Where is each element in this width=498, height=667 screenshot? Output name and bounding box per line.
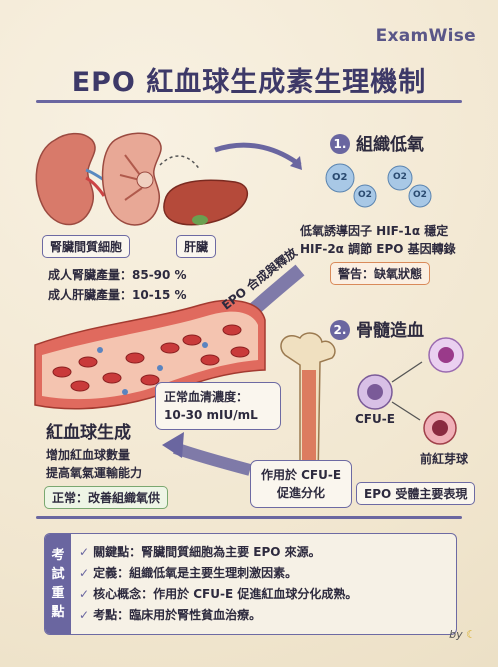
proerythroblast-cell — [423, 411, 457, 445]
hypoxia-warning-badge: 警告：缺氧狀態 — [330, 262, 431, 285]
brand-logo: ExamWise — [375, 26, 476, 46]
kidney-label: 腎臟間質細胞 — [42, 235, 131, 258]
key-points-list: ✓關鍵點：腎臟間質細胞為主要 EPO 來源。 ✓定義：組織低氧是主要生理刺激因素… — [79, 542, 450, 626]
check-icon: ✓ — [79, 545, 90, 559]
key-point-item: ✓關鍵點：腎臟間質細胞為主要 EPO 來源。 — [79, 545, 321, 559]
step2-title: 骨髓造血 — [356, 321, 424, 341]
step1-title: 組織低氧 — [356, 135, 424, 155]
tag-char-3: 重 — [51, 586, 65, 601]
page-title: EPO 紅血球生成素生理機制 — [71, 67, 427, 98]
liver-illustration — [163, 179, 249, 226]
key-points-tag: 考 試 重 點 — [45, 534, 71, 634]
tag-char-2: 試 — [51, 567, 65, 582]
rbc-line1: 增加紅血球數量 — [46, 448, 131, 462]
o2-label-2: O2 — [358, 190, 372, 200]
step2-heading: 2. 骨髓造血 — [330, 316, 424, 341]
kidney-stat: 成人腎臟產量：85-90 % — [48, 268, 187, 282]
normal-concentration-box: 正常血清濃度： 10-30 mIU/mL — [155, 382, 281, 430]
banana-icon: ☾ — [466, 628, 476, 641]
step1-line2: HIF-2α 調節 EPO 基因轉錄 — [300, 242, 456, 256]
check-icon: ✓ — [79, 566, 90, 580]
cfue-label: CFU-E — [355, 412, 395, 426]
title-underline — [36, 100, 462, 103]
step1-line1: 低氧誘導因子 HIF-1α 穩定 — [300, 224, 449, 238]
proerythroblast-label: 前紅芽球 — [420, 452, 469, 466]
kidney-section-illustration — [101, 132, 162, 226]
mature-cell — [428, 337, 464, 373]
rbc-title: 紅血球生成 — [46, 423, 131, 443]
epo-receptor-badge: EPO 受體主要表現 — [356, 482, 476, 505]
normal-concentration-value: 10-30 mIU/mL — [164, 408, 258, 422]
o2-label-1: O2 — [332, 172, 348, 183]
rbc-line2: 提高氧氣運輸能力 — [46, 466, 143, 480]
key-point-item: ✓定義：組織低氧是主要生理刺激因素。 — [79, 566, 298, 580]
cfue-action-box: 作用於 CFU-E 促進分化 — [250, 460, 352, 508]
section-divider — [36, 516, 462, 519]
action-line2: 促進分化 — [276, 486, 325, 500]
blood-vessel-illustration — [34, 299, 266, 410]
cfue-cell — [357, 374, 393, 410]
liver-label: 肝臟 — [176, 235, 217, 258]
tag-char-1: 考 — [51, 548, 65, 563]
check-icon: ✓ — [79, 587, 90, 601]
normal-status-badge: 正常：改善組織氧供 — [44, 486, 169, 509]
step1-number: 1. — [330, 134, 350, 154]
liver-stat: 成人肝臟產量：10-15 % — [48, 288, 187, 302]
step2-number: 2. — [330, 320, 350, 340]
o2-label-3: O2 — [393, 172, 407, 182]
o2-molecules — [325, 163, 432, 208]
kidney-illustration — [35, 132, 106, 226]
action-line1: 作用於 CFU-E — [260, 468, 342, 482]
check-icon: ✓ — [79, 608, 90, 622]
key-points-box: 考 試 重 點 ✓關鍵點：腎臟間質細胞為主要 EPO 來源。 ✓定義：組織低氧是… — [44, 533, 457, 635]
tag-char-4: 點 — [51, 605, 65, 620]
o2-label-4: O2 — [413, 190, 427, 200]
step1-heading: 1. 組織低氧 — [330, 130, 424, 155]
key-point-item: ✓核心概念：作用於 CFU-E 促進紅血球分化成熟。 — [79, 587, 358, 601]
normal-concentration-label: 正常血清濃度： — [164, 390, 249, 404]
signature: by ☾ — [449, 628, 476, 641]
key-point-item: ✓考點：臨床用於腎性貧血治療。 — [79, 608, 262, 622]
